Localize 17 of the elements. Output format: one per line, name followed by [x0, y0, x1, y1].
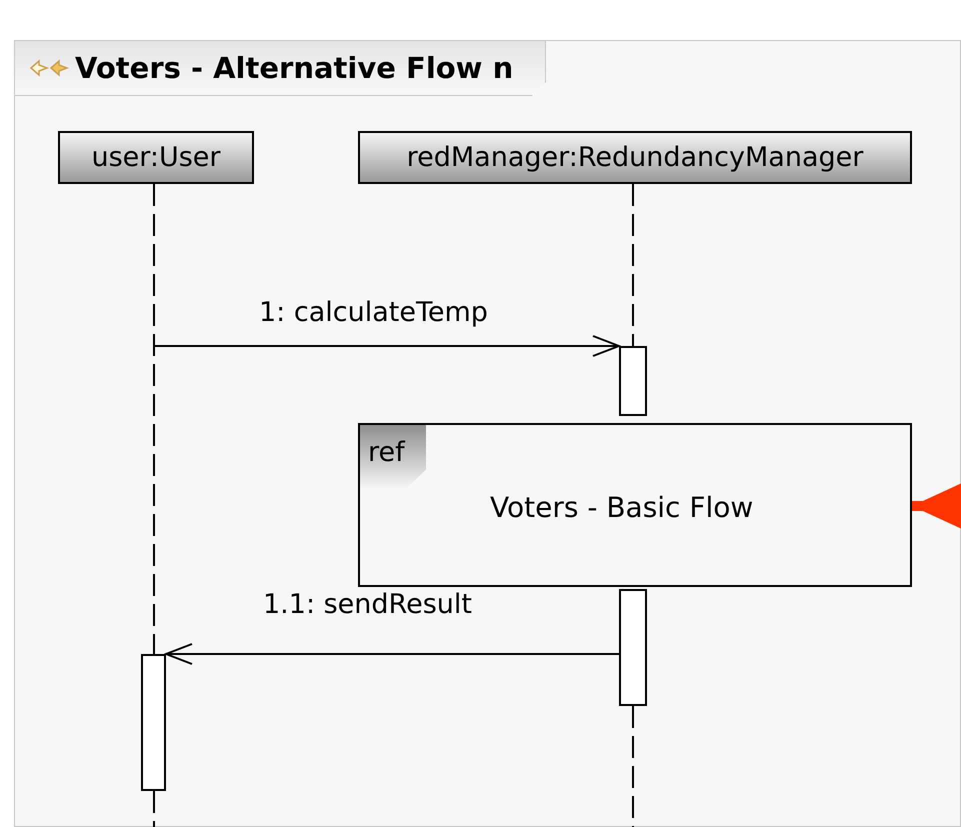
- activation-bar: [619, 589, 647, 706]
- activation-bar: [619, 346, 647, 416]
- lifeline-head: redManager:RedundancyManager: [358, 131, 912, 184]
- message-arrow: [165, 643, 619, 665]
- pointer-arrow: [912, 483, 961, 529]
- message-arrow: [154, 335, 620, 357]
- frame-name: Voters - Alternative Flow n: [75, 51, 514, 85]
- sequence-frame: [14, 40, 961, 827]
- ref-tag: ref: [360, 425, 426, 487]
- lifeline: [153, 184, 155, 654]
- lifeline-head: user:User: [58, 131, 254, 184]
- referenced-diagram-name: Voters - Basic Flow: [490, 491, 754, 524]
- lifeline: [632, 184, 634, 346]
- interaction-use-frame: [358, 423, 912, 587]
- lifeline: [153, 791, 155, 827]
- activation-bar: [141, 654, 166, 791]
- lifeline: [632, 706, 634, 827]
